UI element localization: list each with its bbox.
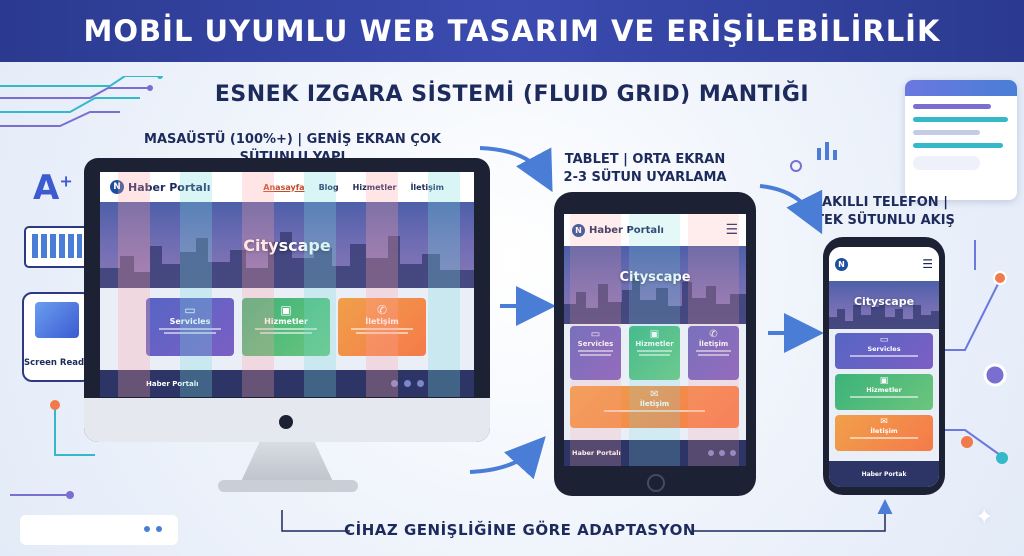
keyboard-icon xyxy=(24,226,90,268)
nav-item-blog[interactable]: Blog xyxy=(318,182,339,192)
card-hizmetler[interactable]: ▣ Hizmetler xyxy=(629,326,680,380)
circuit-lines-bottom-left xyxy=(10,400,95,499)
monitor-stand-foot xyxy=(218,480,358,492)
briefcase-icon: ▣ xyxy=(649,329,660,340)
dot-decoration xyxy=(790,160,802,172)
card-servicles[interactable]: ▭ Servicles xyxy=(146,298,234,356)
briefcase-icon: ▣ xyxy=(879,376,889,386)
hero-title: Cityscape xyxy=(243,236,331,255)
desktop-logo[interactable]: N Haber Portalı xyxy=(110,180,210,194)
card-hizmetler[interactable]: ▣ Hizmetler xyxy=(242,298,330,356)
adaptation-label: CİHAZ GENİŞLİĞİNE GÖRE ADAPTASYON xyxy=(344,521,696,539)
desktop-footer: Haber Portalı xyxy=(100,370,474,397)
card-iletisim[interactable]: ✉ İletişim xyxy=(835,415,933,451)
social-icons[interactable] xyxy=(391,380,424,387)
monitor-power-dot xyxy=(279,415,293,429)
bar-chart-icon xyxy=(817,142,837,160)
phone-icon: ✆ xyxy=(709,329,718,340)
desktop-hero: Cityscape xyxy=(100,202,474,288)
desktop-nav: Anasayfa Blog Hizmetler İletişim xyxy=(263,183,444,192)
arrow-desktop-to-tablet-top xyxy=(479,146,553,193)
header-banner: MOBİL UYUMLU WEB TASARIM VE ERİŞİLEBİLİR… xyxy=(0,0,1024,62)
hamburger-menu-icon[interactable]: ☰ xyxy=(725,222,738,238)
tablet-label-line1: TABLET | ORTA EKRAN xyxy=(564,152,726,167)
card-servicles[interactable]: ▭ Servicles xyxy=(570,326,621,380)
nav-item-anasayfa[interactable]: Anasayfa xyxy=(263,182,305,192)
logo-icon: N xyxy=(572,223,585,237)
phone-footer: Haber Portak xyxy=(829,461,939,487)
briefcase-icon: ▣ xyxy=(280,303,292,317)
card-servicles[interactable]: ▭ Servicles xyxy=(835,333,933,369)
card-hizmetler[interactable]: ▣ Hizmetler xyxy=(835,374,933,410)
skyline-image xyxy=(564,278,746,324)
logo-icon: N xyxy=(110,180,124,194)
skyline-image xyxy=(829,301,939,329)
sparkle-icon: ✦ xyxy=(975,505,994,530)
hero-title: Cityscape xyxy=(619,270,691,285)
font-size-letter: A xyxy=(33,168,60,208)
hamburger-menu-icon[interactable]: ☰ xyxy=(922,257,933,271)
section-subtitle: ESNEK IZGARA SİSTEMİ (FLUID GRID) MANTIĞ… xyxy=(214,82,810,107)
desktop-screen: N Haber Portalı Anasayfa Blog Hizmetler … xyxy=(100,172,474,397)
logo-icon[interactable]: N xyxy=(835,257,848,271)
circuit-lines-left xyxy=(0,76,163,127)
circuit-lines-right xyxy=(945,240,1008,464)
phone-label-line1: AKILLI TELEFON | xyxy=(822,195,948,210)
monitor-icon: ▭ xyxy=(184,303,196,317)
card-iletisim[interactable]: ✆ İletişim xyxy=(338,298,426,356)
card-iletisim[interactable]: ✆ İletişim xyxy=(688,326,739,380)
font-size-icon: A+ xyxy=(33,168,73,208)
card-iletisim-wide[interactable]: ✉ İletişim xyxy=(570,386,739,428)
mail-icon: ✉ xyxy=(650,389,659,400)
social-icons[interactable] xyxy=(708,450,736,456)
phone-label-line2: TEK SÜTUNLU AKIŞ xyxy=(815,213,955,228)
arrow-desktop-to-tablet-bottom xyxy=(469,436,546,480)
tablet-footer: Haber Portalı xyxy=(564,440,746,466)
screen-reader-label: Screen Reader xyxy=(24,358,94,368)
mail-icon: ✉ xyxy=(880,417,888,427)
dots-panel-decoration xyxy=(20,515,178,545)
tablet-logo[interactable]: N Haber Portalı xyxy=(572,223,664,237)
hero-title: Cityscape xyxy=(853,295,915,308)
hand-touch-icon xyxy=(35,302,79,338)
monitor-icon: ▭ xyxy=(590,329,601,340)
screen-reader-device: Screen Reader xyxy=(22,292,94,382)
tablet-screen: N Haber Portalı ☰ Cityscape ▭ Servicles … xyxy=(564,214,746,466)
skyline-image xyxy=(100,232,474,288)
phone-screen: N ☰ Cityscape ▭ Servicles ▣ Hizmetler ✉ … xyxy=(829,247,939,487)
phone-hero: Cityscape xyxy=(829,281,939,329)
tablet-hero: Cityscape xyxy=(564,246,746,324)
banner-title: MOBİL UYUMLU WEB TASARIM VE ERİŞİLEBİLİR… xyxy=(83,14,941,48)
tablet-home-button xyxy=(647,474,665,492)
arrow-tablet-to-phone-top xyxy=(759,184,823,235)
nav-item-iletisim[interactable]: İletişim xyxy=(410,182,444,192)
browser-window-decoration xyxy=(905,80,1017,200)
monitor-icon: ▭ xyxy=(879,335,889,345)
phone-icon: ✆ xyxy=(376,303,388,317)
tablet-label-line2: 2-3 SÜTUN UYARLAMA xyxy=(563,170,727,185)
nav-item-hizmetler[interactable]: Hizmetler xyxy=(352,182,397,192)
